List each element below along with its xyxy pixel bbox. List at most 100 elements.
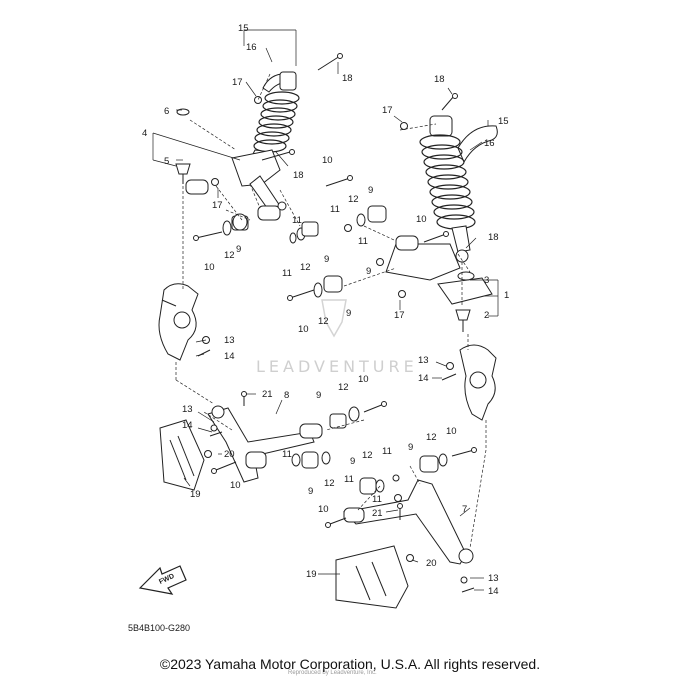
callout: 9 <box>236 244 241 255</box>
callout: 4 <box>142 128 147 139</box>
right-skid-nut-20 <box>406 554 414 562</box>
callout: 16 <box>484 138 495 149</box>
callout: 13 <box>488 573 499 584</box>
right-arm-bolt-21 <box>397 503 403 520</box>
callout: 14 <box>488 586 499 597</box>
left-skid-nut-20 <box>204 450 212 458</box>
callout: 21 <box>372 508 383 519</box>
callout: 13 <box>224 335 235 346</box>
callout: 2 <box>484 310 489 321</box>
callout: 12 <box>348 194 359 205</box>
callout: 20 <box>224 449 235 460</box>
callout: 11 <box>292 215 302 226</box>
callout: 9 <box>346 308 351 319</box>
callout: 10 <box>204 262 215 273</box>
left-lower-nut-13 <box>210 424 218 432</box>
callout: 9 <box>366 266 371 277</box>
callout: 17 <box>212 200 223 211</box>
callout: 11 <box>372 494 382 505</box>
callout: 15 <box>498 116 509 127</box>
callout: 16 <box>246 42 257 53</box>
bushing-set-lower-left <box>329 401 387 429</box>
callout: 18 <box>293 170 304 181</box>
callout: 12 <box>318 316 329 327</box>
callout: 1 <box>504 290 509 301</box>
callout: 10 <box>298 324 309 335</box>
callout: 5 <box>164 156 169 167</box>
callout: 10 <box>322 155 333 166</box>
callout: 10 <box>446 426 457 437</box>
right-lower-pin-14 <box>461 587 475 593</box>
assembly-lines <box>175 73 487 549</box>
left-ball-joint <box>175 108 191 184</box>
right-shock-absorber <box>419 115 498 263</box>
left-shock-nut-17 <box>254 96 262 104</box>
callout: 8 <box>284 390 289 401</box>
callout: 11 <box>382 446 392 457</box>
leader-lines <box>152 29 499 591</box>
callout: 10 <box>230 480 241 491</box>
left-arm-bolt-18 <box>261 149 295 161</box>
callout: 9 <box>350 456 355 467</box>
left-lower-bolt-10 <box>211 461 237 474</box>
watermark-text: LEADVENTURE <box>256 357 418 376</box>
callout: 10 <box>318 504 329 515</box>
callout: 18 <box>342 73 353 84</box>
right-knuckle-pin-14 <box>441 373 457 381</box>
callout: 11 <box>282 268 292 279</box>
bushing-set-upper-right <box>344 205 449 266</box>
left-lower-arm <box>207 405 323 483</box>
callout: 9 <box>316 390 321 401</box>
right-lower-arm <box>342 479 474 565</box>
callout: 18 <box>434 74 445 85</box>
callout: 11 <box>358 236 368 247</box>
watermark-logo-icon <box>321 299 347 338</box>
callout: 9 <box>408 442 413 453</box>
callout: 17 <box>394 310 405 321</box>
right-ball-joint <box>455 309 471 332</box>
callout: 10 <box>358 374 369 385</box>
callout: 13 <box>182 404 193 415</box>
callout: 21 <box>262 389 273 400</box>
right-shock-bolt-18 <box>441 93 458 111</box>
right-upper-arm <box>385 235 493 305</box>
callout: 19 <box>306 569 317 580</box>
left-skid-plate <box>159 419 205 491</box>
right-lower-bolt-10 <box>325 517 347 528</box>
right-skid-plate <box>335 545 409 609</box>
callout: 14 <box>418 373 429 384</box>
right-knuckle-nut-13 <box>446 362 454 370</box>
callout: 13 <box>418 355 429 366</box>
right-arm-nut-17 <box>398 290 406 298</box>
right-lower-nut-13 <box>460 576 468 584</box>
callout: 9 <box>324 254 329 265</box>
callout: 6 <box>164 106 169 117</box>
callout: 9 <box>368 185 373 196</box>
copyright-notice: ©2023 Yamaha Motor Corporation, U.S.A. A… <box>159 656 541 672</box>
left-lower-pin-14 <box>209 431 223 437</box>
left-arm-bolt-21 <box>241 391 247 406</box>
left-arm-nut-17 <box>211 178 219 186</box>
right-shock-nut-17 <box>400 122 408 130</box>
callout: 15 <box>238 23 249 34</box>
diagram-code: 5B4B100-G280 <box>128 623 190 633</box>
bushing-set-upper-left <box>193 175 353 244</box>
callout: 12 <box>362 450 373 461</box>
fwd-arrow-icon <box>138 565 187 595</box>
callout: 12 <box>300 262 311 273</box>
callout: 17 <box>232 77 243 88</box>
bushing-set-lower-middle <box>291 447 477 502</box>
callout: 17 <box>382 105 393 116</box>
callout: 11 <box>344 474 354 485</box>
reproduced-credit: Reproduced by Leadventure, Inc. <box>288 670 377 676</box>
callout: 11 <box>330 204 340 215</box>
callout: 20 <box>426 558 437 569</box>
callout-labels: 15 16 18 17 6 4 5 18 17 18 17 15 16 10 9… <box>142 23 509 597</box>
right-knuckle <box>459 344 497 421</box>
callout: 12 <box>338 382 349 393</box>
left-shock-bolt-18 <box>317 53 343 71</box>
callout: 10 <box>416 214 427 225</box>
callout: 3 <box>484 275 489 286</box>
callout: 12 <box>426 432 437 443</box>
